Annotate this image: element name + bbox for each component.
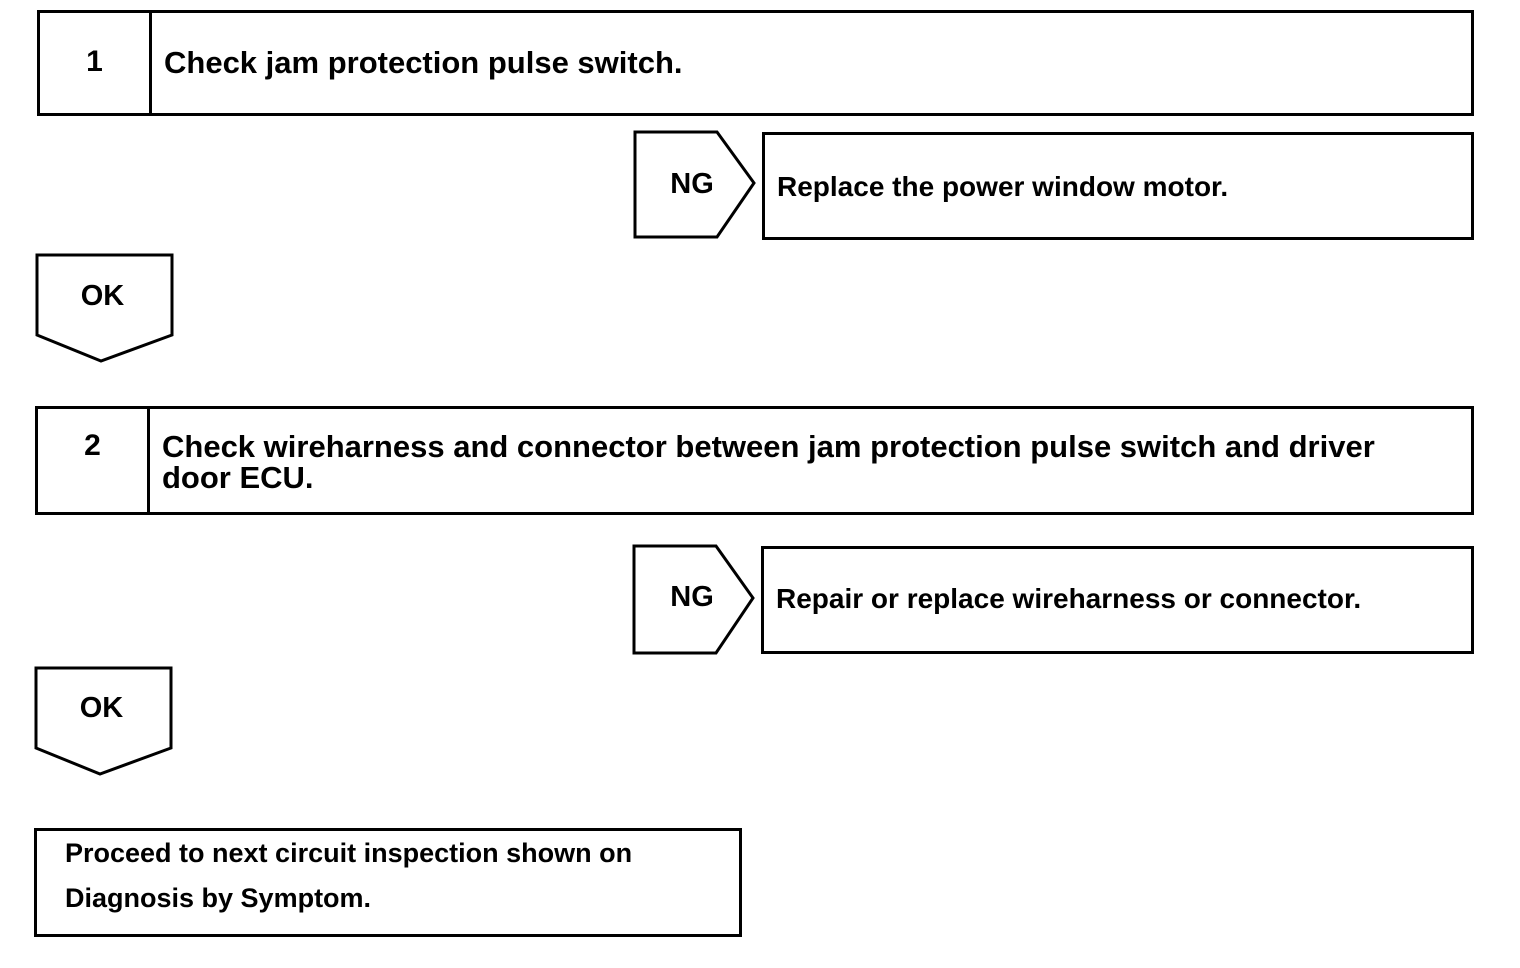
ok-2-arrow — [34, 666, 173, 776]
ng-1-action-box: Replace the power window motor. — [762, 132, 1474, 240]
final-text-line-2: Diagnosis by Symptom. — [65, 883, 372, 913]
ng-1-label: NG — [670, 168, 714, 200]
ng-1-arrow — [633, 130, 756, 239]
step-1-number: 1 — [40, 13, 152, 113]
final-text: Proceed to next circuit inspection shown… — [37, 831, 739, 921]
step-1-text: Check jam protection pulse switch. — [164, 45, 683, 80]
final-text-line-1: Proceed to next circuit inspection shown… — [65, 838, 633, 868]
step-2-number: 2 — [38, 409, 150, 512]
ng-2-arrow — [632, 544, 755, 655]
final-box: Proceed to next circuit inspection shown… — [34, 828, 742, 937]
ng-2-action-box: Repair or replace wireharness or connect… — [761, 546, 1474, 654]
ng-2-action-text: Repair or replace wireharness or connect… — [776, 583, 1362, 614]
step-1-box: 1 Check jam protection pulse switch. — [37, 10, 1474, 116]
ng-2-label: NG — [670, 581, 714, 613]
ok-1-arrow — [35, 253, 174, 363]
ng-1-action-text: Replace the power window motor. — [777, 171, 1229, 202]
step-2-text: Check wireharness and connector between … — [162, 429, 1375, 495]
ok-1-label: OK — [80, 280, 125, 312]
ok-2-label: OK — [79, 692, 124, 724]
step-2-box: 2 Check wireharness and connector betwee… — [35, 406, 1474, 515]
